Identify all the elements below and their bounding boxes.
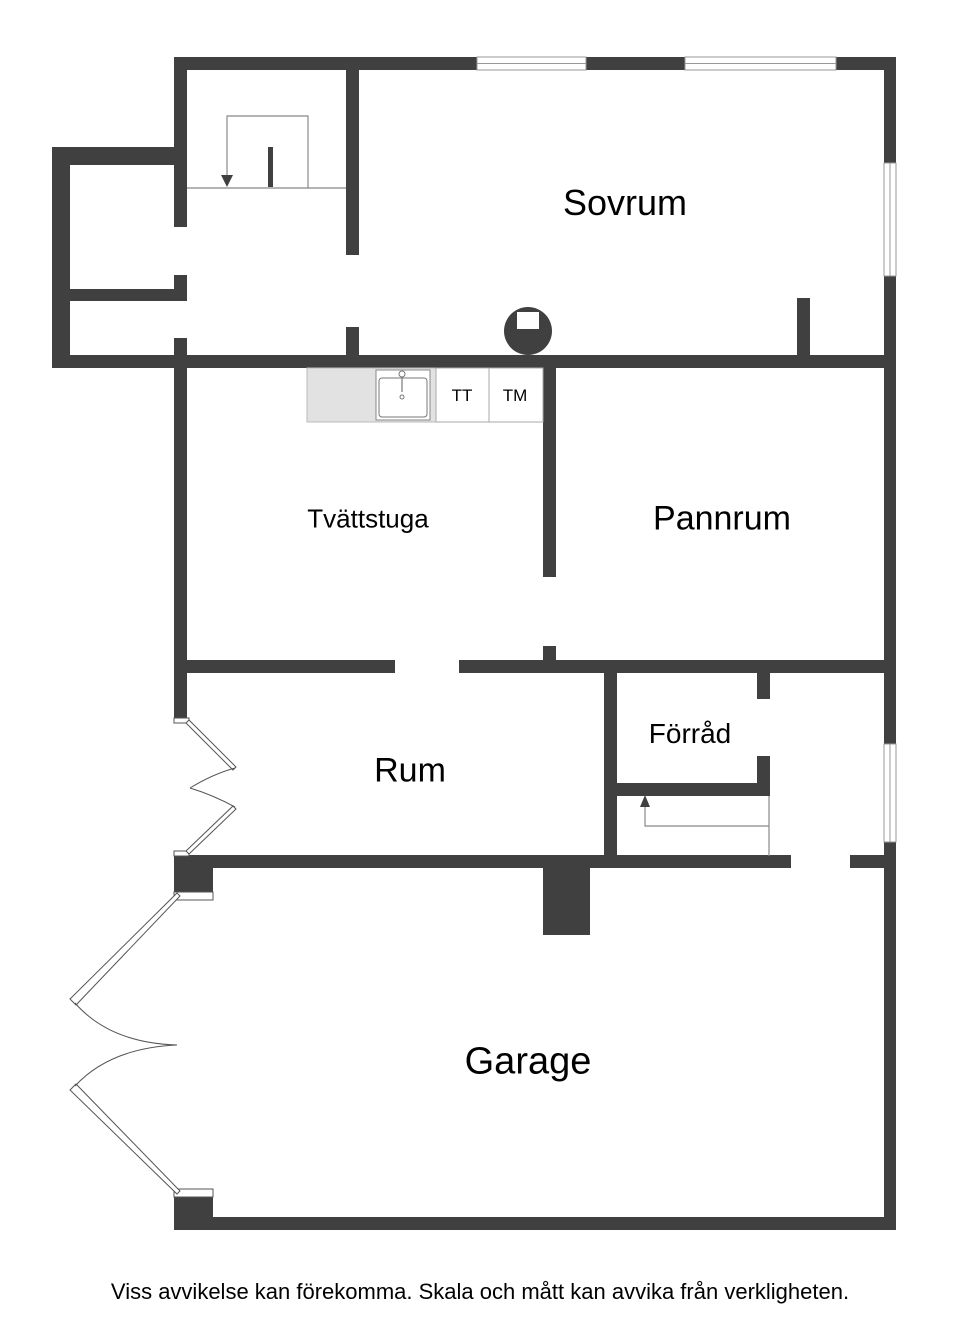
stairs-lower: [644, 796, 770, 856]
room-label-rum: Rum: [374, 751, 446, 790]
windows: [476, 56, 897, 843]
chimney-opening: [517, 312, 539, 329]
stair-arrow-up-icon: [640, 795, 650, 807]
walls: [52, 57, 896, 1230]
rum-double-door: [173, 717, 237, 857]
washing-machine-label: TM: [502, 386, 528, 405]
room-label-forrad: Förråd: [648, 718, 732, 749]
stairs-upper: [187, 115, 346, 189]
tumble-dryer-label: TT: [451, 386, 473, 405]
room-label-tvattstuga: Tvättstuga: [307, 503, 429, 534]
room-label-sovrum: Sovrum: [562, 182, 688, 223]
garage-double-door: [69, 891, 214, 1198]
room-label-pannrum: Pannrum: [653, 499, 791, 538]
stair-arrow-down-icon: [221, 175, 233, 187]
room-label-garage: Garage: [464, 1040, 592, 1083]
disclaimer: Viss avvikelse kan förekomma. Skala och …: [110, 1279, 850, 1304]
laundry-counter: [306, 367, 544, 423]
